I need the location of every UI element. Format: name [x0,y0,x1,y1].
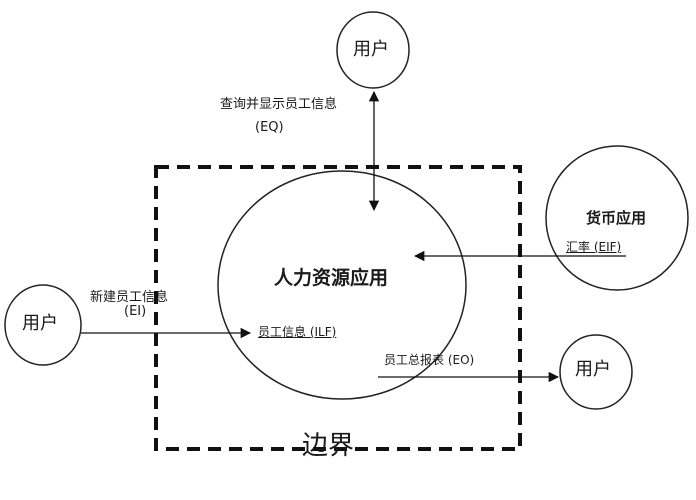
query-label: 查询并显示员工信息 [220,97,338,112]
user-right-circle [559,334,633,410]
boundary-label: 边界 [302,431,355,461]
currency-app-label: 货币应用 [586,209,647,227]
hr-app-circle [217,170,467,400]
user-right-label: 用户 [575,359,611,380]
new-info-label: 新建员工信息 [90,290,169,305]
new-info-code: (EI) [124,304,147,319]
user-top-label: 用户 [353,39,389,60]
query-code: (EQ) [255,120,284,135]
ilf-label: 员工信息 (ILF) [258,325,337,339]
user-left-circle [4,284,82,366]
currency-app-circle [545,145,689,291]
user-top-circle [336,11,410,89]
hr-app-label: 人力资源应用 [274,267,389,289]
rate-label: 汇率 (EIF) [566,240,622,254]
boundary-box [154,165,522,451]
report-label: 员工总报表 (EO) [384,353,475,367]
user-left-label: 用户 [22,313,58,334]
